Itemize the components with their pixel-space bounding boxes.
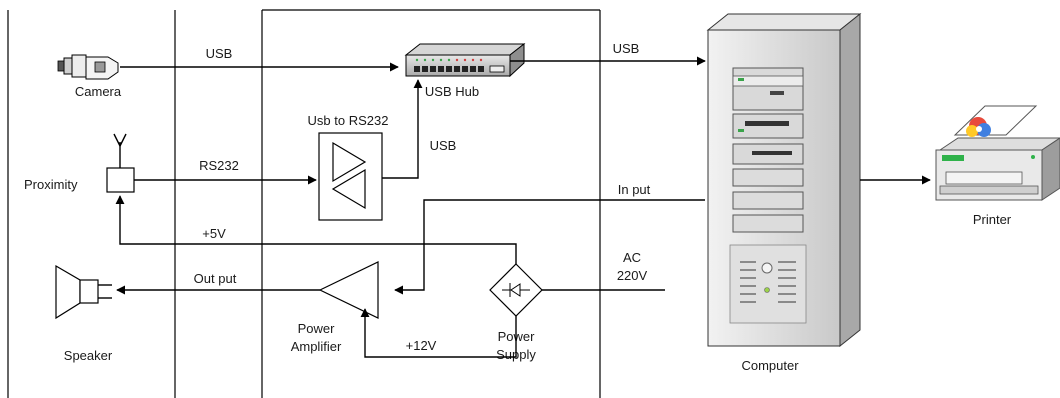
speaker-icon: [55, 264, 112, 320]
usb-hub-label: USB Hub: [425, 84, 479, 99]
supply-5v-label: +5V: [202, 226, 226, 241]
computer-tower-icon: [706, 12, 862, 348]
hub-usb-label: USB: [613, 41, 640, 56]
amplifier-label-line1: Power: [298, 321, 336, 336]
proximity-sensor-icon: [106, 167, 135, 193]
mains-label-line1: AC: [623, 250, 641, 265]
rectifier-icon: [489, 263, 543, 317]
rs232-label: RS232: [199, 158, 239, 173]
supply-12v-wire: [360, 308, 517, 358]
printer-icon: [935, 105, 1060, 201]
computer-label: Computer: [741, 358, 799, 373]
camera-label: Camera: [75, 84, 122, 99]
computer-input-label: In put: [618, 182, 651, 197]
converter-usb-label: USB: [430, 138, 457, 153]
usb-hub-icon: [404, 42, 526, 78]
amplifier-label-line2: Amplifier: [291, 339, 342, 354]
converter-to-hub-wire: [382, 79, 423, 179]
printer-label: Printer: [973, 212, 1012, 227]
proximity-label: Proximity: [24, 177, 78, 192]
supply-5v-wire: [115, 195, 517, 264]
camera-icon: [57, 54, 119, 80]
supply-12v-label: +12V: [406, 338, 437, 353]
computer-input-wire: [394, 199, 705, 295]
mains-label-line2: 220V: [617, 268, 648, 283]
converter-icon: [318, 132, 383, 221]
speaker-label: Speaker: [64, 348, 113, 363]
camera-usb-label: USB: [206, 46, 233, 61]
antenna-icon: [113, 133, 127, 168]
panel-frames: [7, 9, 601, 398]
converter-label: Usb to RS232: [308, 113, 389, 128]
amplifier-icon: [318, 261, 379, 319]
amplifier-output-label: Out put: [194, 271, 237, 286]
